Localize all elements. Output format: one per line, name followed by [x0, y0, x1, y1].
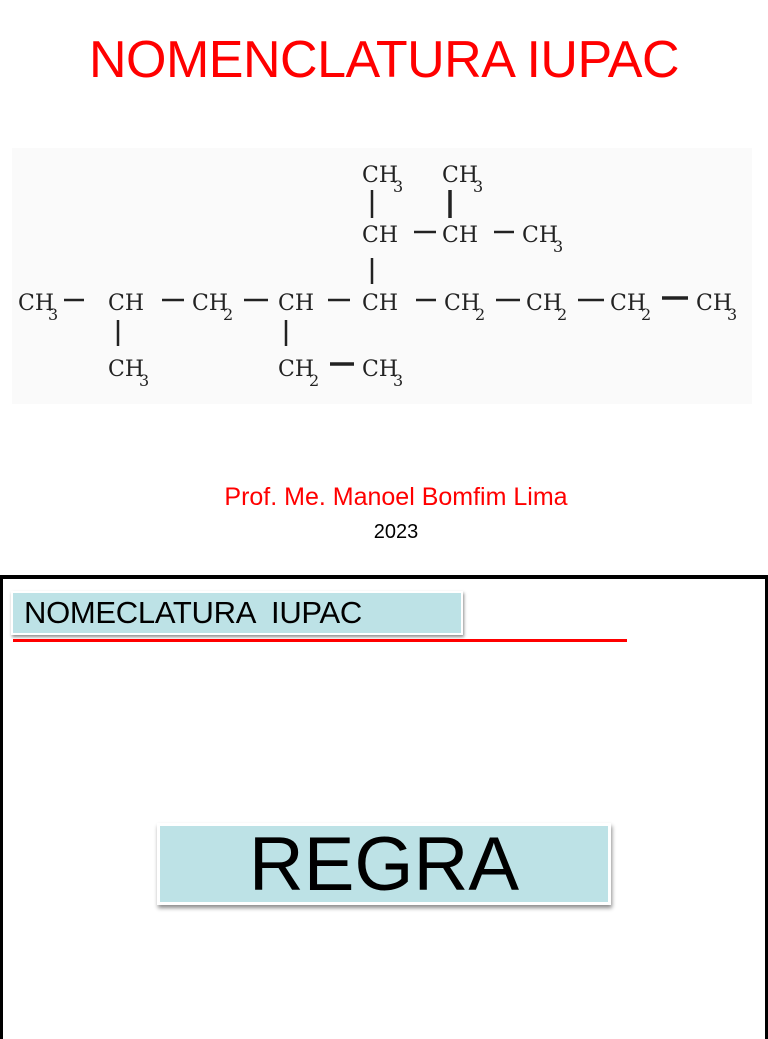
- svg-text:3: 3: [553, 237, 563, 256]
- svg-text:CH: CH: [108, 357, 144, 382]
- svg-text:3: 3: [393, 371, 403, 390]
- svg-text:CH: CH: [278, 291, 314, 316]
- svg-text:CH: CH: [610, 291, 646, 316]
- svg-text:CH: CH: [444, 291, 480, 316]
- svg-text:CH: CH: [362, 357, 398, 382]
- main-chain: CH3 CH CH2 CH CH CH2 CH2 CH2 CH3: [18, 291, 737, 324]
- svg-text:CH: CH: [362, 163, 398, 188]
- regra-box: REGRA: [157, 823, 611, 905]
- svg-text:CH: CH: [362, 223, 398, 248]
- section-header-text: NOMECLATURA IUPAC: [24, 595, 362, 630]
- svg-text:3: 3: [473, 177, 483, 196]
- svg-text:CH: CH: [696, 291, 732, 316]
- svg-text:3: 3: [727, 305, 737, 324]
- rule-slide: NOMECLATURA IUPAC REGRA: [0, 575, 768, 1039]
- section-header-box: NOMECLATURA IUPAC: [11, 591, 463, 635]
- svg-text:2: 2: [641, 305, 651, 324]
- svg-text:CH: CH: [362, 291, 398, 316]
- svg-text:CH: CH: [192, 291, 228, 316]
- svg-text:2: 2: [557, 305, 567, 324]
- svg-text:CH: CH: [18, 291, 54, 316]
- svg-text:3: 3: [139, 371, 149, 390]
- svg-text:2: 2: [223, 305, 233, 324]
- svg-text:CH: CH: [442, 163, 478, 188]
- svg-text:CH: CH: [442, 223, 478, 248]
- svg-text:CH: CH: [526, 291, 562, 316]
- svg-text:CH: CH: [278, 357, 314, 382]
- slide-title: NOMENCLATURA IUPAC: [88, 31, 680, 89]
- alkane-structure-diagram: CH3 CH CH2 CH CH CH2 CH2 CH2 CH3: [18, 163, 737, 390]
- svg-text:2: 2: [309, 371, 319, 390]
- regra-label: REGRA: [248, 822, 520, 907]
- svg-text:CH: CH: [108, 291, 144, 316]
- ethyl-substituent-c4: CH2 CH3: [278, 320, 403, 390]
- svg-text:3: 3: [48, 305, 58, 324]
- svg-text:CH: CH: [522, 223, 558, 248]
- author-name: Prof. Me. Manoel Bomfim Lima: [224, 483, 568, 511]
- header-underline: [13, 639, 627, 642]
- dimethylpropyl-substituent-c5: CH CH CH3 CH3 CH3: [362, 163, 563, 284]
- methyl-substituent-c2: CH3: [108, 320, 149, 390]
- year-label: 2023: [373, 521, 419, 543]
- svg-text:3: 3: [393, 177, 403, 196]
- svg-text:2: 2: [475, 305, 485, 324]
